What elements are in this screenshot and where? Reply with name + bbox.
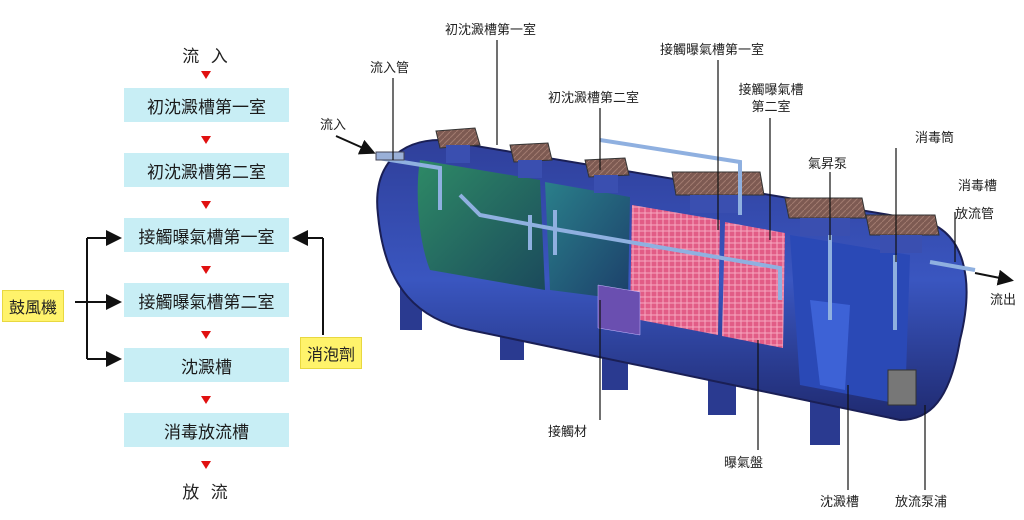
flow-arrow-down-icon	[201, 266, 211, 274]
flow-arrow-down-icon	[201, 461, 211, 469]
flow-step-contact-aeration-2: 接觸曝氣槽第二室	[124, 283, 289, 317]
internal-piping	[377, 138, 976, 330]
contact-media-block-2	[722, 222, 785, 348]
flow-end-label: 放 流	[182, 483, 231, 503]
flow-arrow-down-icon	[201, 71, 211, 79]
blower-label: 鼓風機	[2, 290, 65, 322]
settling-hopper	[810, 300, 850, 390]
label-discharge-pipe: 放流管	[955, 207, 995, 222]
manhole-covers	[435, 127, 940, 253]
label-discharge-pump: 放流泵浦	[895, 495, 948, 510]
flow-step-disinfection-discharge: 消毒放流槽	[124, 413, 289, 447]
flow-arrow-down-icon	[201, 201, 211, 209]
label-primary-settling-2: 初沈澱槽第二室	[548, 91, 640, 106]
flow-arrow-down-icon	[201, 136, 211, 144]
flow-step-primary-settling-2: 初沈澱槽第二室	[124, 153, 289, 187]
inlet-pipe	[375, 151, 405, 161]
label-disinfection-cylinder: 消毒筒	[915, 131, 955, 146]
label-contact-aeration-2-line2: 第二室	[751, 100, 791, 115]
contact-media-fins	[597, 284, 641, 336]
flow-arrow-down-icon	[201, 331, 211, 339]
flow-step-settling: 沈澱槽	[124, 348, 289, 382]
flow-step-contact-aeration-1: 接觸曝氣槽第一室	[124, 218, 289, 252]
label-primary-settling-1: 初沈澱槽第一室	[445, 23, 537, 38]
label-inflow: 流入	[320, 118, 347, 133]
label-contact-aeration-1: 接觸曝氣槽第一室	[660, 43, 765, 58]
label-contact-aeration-2-line1: 接觸曝氣槽	[738, 83, 804, 98]
callout-leaders	[392, 40, 956, 490]
label-aeration-disk: 曝氣盤	[724, 456, 764, 471]
flow-start-label: 流 入	[182, 47, 231, 67]
label-contact-media: 接觸材	[548, 425, 588, 440]
flow-arrow-down-icon	[201, 396, 211, 404]
primary-settling-chamber-2	[545, 182, 630, 300]
label-contact-aeration-2: 接觸曝氣槽 第二室	[728, 82, 814, 116]
contact-media-block-1	[630, 205, 720, 335]
outflow-arrow-icon	[974, 269, 1014, 286]
defoamer-label: 消泡劑	[300, 337, 363, 369]
flow-step-primary-settling-1: 初沈澱槽第一室	[124, 88, 289, 122]
primary-settling-chamber-1	[417, 160, 545, 290]
label-airlift-pump: 氣昇泵	[808, 157, 848, 172]
label-inlet-pipe: 流入管	[370, 61, 410, 76]
label-disinfection-tank: 消毒槽	[958, 179, 998, 194]
inflow-arrow-icon	[335, 135, 376, 155]
label-outflow: 流出	[990, 293, 1017, 308]
discharge-pump-body	[887, 369, 917, 406]
label-settling-tank: 沈澱槽	[820, 495, 860, 510]
